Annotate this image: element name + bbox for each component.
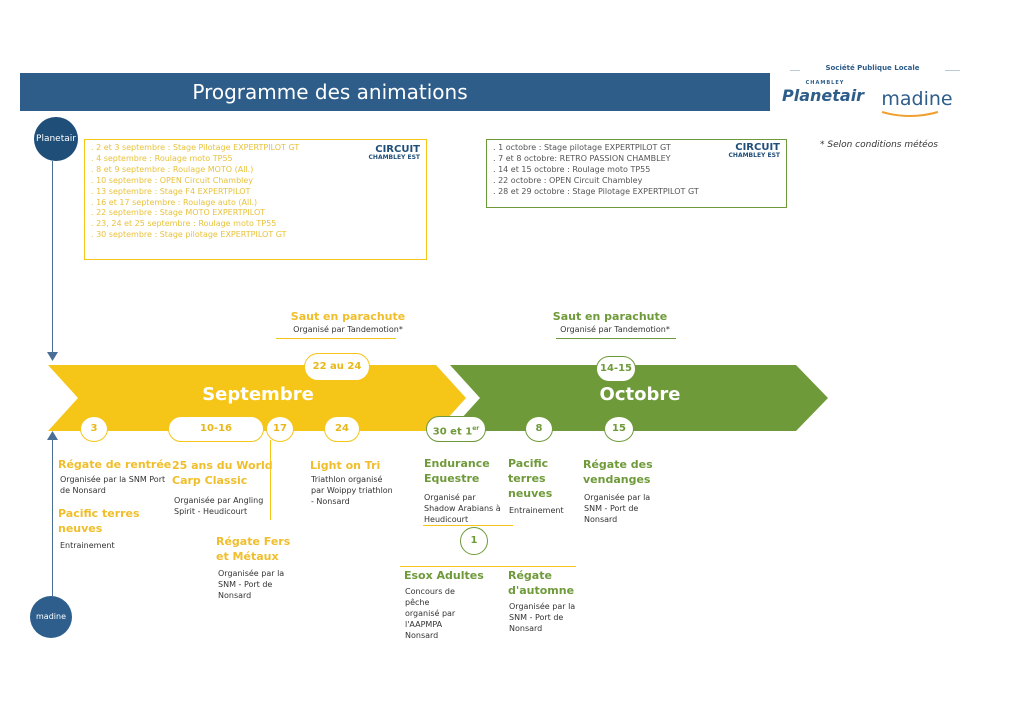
madine-logo: madine bbox=[881, 88, 953, 110]
divider bbox=[556, 338, 676, 339]
arrow-down-icon bbox=[47, 352, 58, 361]
logo-panel bbox=[770, 68, 972, 116]
date-8: 8 bbox=[525, 416, 553, 442]
event-title: Régate d'automne bbox=[508, 569, 575, 597]
list-item: . 30 septembre : Stage pilotage EXPERTPI… bbox=[91, 230, 287, 240]
parachute-oct-dates: 14-15 bbox=[596, 356, 636, 382]
list-item: . 14 et 15 octobre : Roulage moto TP55 bbox=[493, 164, 651, 174]
arrow-up-icon bbox=[47, 431, 58, 440]
madine-badge: madine bbox=[30, 596, 72, 638]
event-title: Pacific terres neuves bbox=[508, 457, 553, 500]
september-event-list: . 2 et 3 septembre : Stage Pilotage EXPE… bbox=[91, 143, 299, 241]
october-event-list: . 1 octobre : Stage pilotage EXPERTPILOT… bbox=[493, 143, 699, 198]
date-15: 15 bbox=[604, 416, 634, 442]
timeline-connector-bottom bbox=[52, 439, 53, 596]
parachute-sept-title: Saut en parachute bbox=[290, 310, 406, 323]
parachute-sept-org: Organisé par Tandemotion* bbox=[293, 325, 403, 334]
list-item: . 1 octobre : Stage pilotage EXPERTPILOT… bbox=[493, 143, 671, 152]
date-17: 17 bbox=[266, 416, 294, 442]
event-desc: Organisée par la SNM Port de Nonsard bbox=[60, 475, 166, 495]
connector-line bbox=[270, 440, 271, 520]
list-item: . 16 et 17 septembre : Roulage auto (All… bbox=[91, 197, 258, 207]
event-title: 25 ans du World Carp Classic bbox=[172, 459, 273, 487]
parachute-sept-dates: 22 au 24 bbox=[304, 353, 370, 381]
list-item: . 4 septembre : Roulage moto TP55 bbox=[91, 153, 233, 163]
list-item: . 22 octobre : OPEN Circuit Chambley bbox=[493, 175, 643, 185]
list-item: . 28 et 29 octobre : Stage Pilotage EXPE… bbox=[493, 186, 699, 196]
event-desc: Organisée par la SNM - Port de Nonsard bbox=[509, 602, 576, 633]
divider bbox=[423, 525, 513, 526]
september-label: Septembre bbox=[202, 384, 314, 405]
timeline-connector bbox=[52, 161, 53, 356]
parachute-oct-title: Saut en parachute bbox=[552, 310, 668, 323]
societe-label: Société Publique Locale bbox=[800, 64, 945, 72]
weather-note: * Selon conditions météos bbox=[820, 140, 938, 150]
list-item: . 2 et 3 septembre : Stage Pilotage EXPE… bbox=[91, 143, 300, 152]
october-label: Octobre bbox=[599, 384, 681, 405]
circuit-logo: CIRCUIT CHAMBLEY EST bbox=[728, 142, 780, 160]
event-title: Light on Tri bbox=[310, 459, 381, 472]
event-desc: Triathlon organisé par Woippy triathlon … bbox=[311, 475, 393, 506]
event-desc: Organisée par la SNM - Port de Nonsard bbox=[584, 493, 651, 524]
event-title: Esox Adultes bbox=[404, 569, 484, 582]
event-desc: Organisé par Shadow Arabians à Heudicour… bbox=[424, 493, 501, 524]
divider bbox=[400, 566, 576, 567]
timeline-arrows bbox=[48, 365, 828, 431]
list-item: . 13 septembre : Stage F4 EXPERTPILOT bbox=[91, 186, 251, 196]
event-desc: Organisée par Angling Spirit - Heudicour… bbox=[174, 496, 264, 516]
list-item: . 10 septembre : OPEN Circuit Chambley bbox=[91, 175, 254, 185]
event-title: Régate Fers et Métaux bbox=[216, 535, 291, 563]
event-desc: Entrainement bbox=[509, 506, 564, 515]
date-1: 1 bbox=[460, 527, 488, 555]
circuit-logo: CIRCUIT CHAMBLEY EST bbox=[368, 144, 420, 162]
event-title: Régate de rentrée bbox=[58, 458, 172, 471]
chambley-label: CHAMBLEY bbox=[805, 80, 845, 86]
event-title: Pacific terres neuves bbox=[58, 507, 140, 535]
planetair-badge: Planetair bbox=[34, 117, 78, 161]
list-item: . 7 et 8 octobre: RETRO PASSION CHAMBLEY bbox=[493, 153, 671, 163]
september-circuit-box: . 2 et 3 septembre : Stage Pilotage EXPE… bbox=[84, 139, 427, 260]
event-desc: Organisée par la SNM - Port de Nonsard bbox=[218, 569, 285, 600]
september-arrow bbox=[48, 365, 466, 431]
divider bbox=[276, 338, 396, 339]
event-desc: Entrainement bbox=[60, 541, 115, 550]
list-item: . 8 et 9 septembre : Roulage MOTO (All.) bbox=[91, 164, 254, 174]
event-title: Endurance Equestre bbox=[424, 457, 490, 485]
event-desc: Concours de pêche organisé par l'AAPMPA … bbox=[405, 587, 456, 640]
madine-swoosh-icon bbox=[881, 111, 939, 117]
parachute-oct-org: Organisé par Tandemotion* bbox=[560, 325, 670, 334]
event-title: Régate des vendanges bbox=[583, 458, 653, 486]
date-3: 3 bbox=[80, 416, 108, 442]
planetair-logo: Planetair bbox=[782, 86, 865, 105]
list-item: . 23, 24 et 25 septembre : Roulage moto … bbox=[91, 219, 277, 229]
date-30-1: 30 et 1er bbox=[426, 416, 486, 442]
date-10-16: 10-16 bbox=[168, 416, 264, 442]
page-title: Programme des animations bbox=[192, 80, 468, 104]
october-circuit-box: . 1 octobre : Stage pilotage EXPERTPILOT… bbox=[486, 139, 787, 208]
list-item: . 22 septembre : Stage MOTO EXPERTPILOT bbox=[91, 208, 266, 218]
october-arrow bbox=[450, 365, 828, 431]
date-24: 24 bbox=[324, 416, 360, 442]
